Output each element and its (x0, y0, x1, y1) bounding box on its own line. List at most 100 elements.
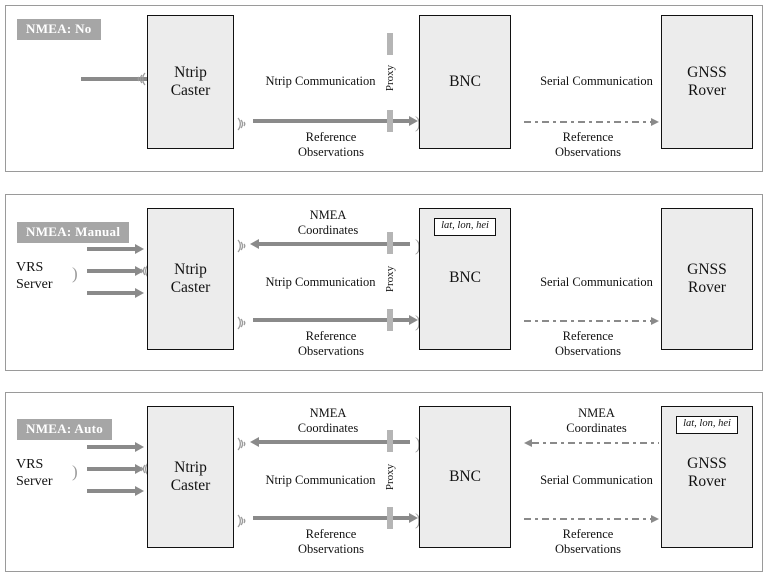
node-ntrip-caster: Ntrip Caster (147, 406, 234, 548)
proxy-label: Proxy (384, 463, 396, 491)
arrow-reference-observations-bnc-rover (524, 121, 651, 123)
vrs-arrow-1 (87, 445, 136, 449)
nmea-mode-badge: NMEA: No (17, 19, 101, 41)
nmea-line1: NMEA (578, 406, 615, 420)
reference-line1: Reference (562, 130, 614, 144)
reference-line1: Reference (562, 527, 614, 541)
signal-arc-icon (134, 69, 148, 89)
node-vrs-server: VRS Server (16, 259, 76, 293)
gnss-rover-label-line1: GNSS (687, 260, 727, 278)
signal-arc-nmea-icon (235, 236, 249, 256)
signal-arc-out-icon (235, 114, 249, 134)
gnss-rover-label-line2: Rover (688, 472, 726, 490)
vrs-arrow-1 (87, 247, 136, 251)
ntrip-caster-label-line1: Ntrip (174, 63, 207, 81)
node-bnc: BNC (419, 406, 511, 548)
nmea-line1: NMEA (309, 406, 347, 420)
arrow-reference-observations-bnc-rover (524, 518, 651, 520)
vrs-server-label-line2: Server (16, 277, 53, 293)
proxy-bar-top (387, 232, 393, 254)
signal-arc-nmea-icon (235, 434, 249, 454)
proxy-bar-bottom (387, 309, 393, 331)
reference-line2: Observations (298, 344, 364, 359)
nmea-line1: NMEA (309, 208, 347, 222)
node-bnc: BNC (419, 15, 511, 149)
reference-line1: Reference (305, 329, 357, 343)
reference-line1: Reference (305, 130, 357, 144)
reference-line1: Reference (562, 329, 614, 343)
proxy-bar-bottom (387, 110, 393, 132)
ntrip-caster-label-line2: Caster (170, 477, 211, 494)
proxy-bar-top (387, 430, 393, 452)
receiver-paren-icon-bottom: ) (415, 312, 421, 331)
vrs-arrow-3 (87, 489, 136, 493)
signal-arc-out-icon (235, 511, 249, 531)
label-reference-observations-left: Reference Observations (281, 130, 381, 161)
inbound-arrow (81, 77, 159, 81)
nmea-line2: Coordinates (297, 223, 359, 238)
proxy-label: Proxy (384, 265, 396, 293)
receiver-paren-icon: ) (415, 113, 421, 132)
proxy-label: Proxy (384, 64, 396, 92)
nmea-line2: Coordinates (297, 421, 359, 436)
nmea-mode-badge: NMEA: Auto (17, 419, 113, 441)
ntrip-caster-label-line1: Ntrip (174, 260, 207, 278)
vrs-server-label-line1: VRS (16, 457, 44, 472)
node-bnc: lat, lon, hei BNC (419, 208, 511, 350)
latlonhei-chip: lat, lon, hei (676, 416, 738, 434)
reference-line2: Observations (298, 542, 364, 557)
label-ntrip-communication: Ntrip Communication (265, 275, 376, 289)
vrs-antenna-paren-icon: ) (72, 462, 78, 481)
label-ntrip-communication: Ntrip Communication (265, 74, 376, 88)
node-gnss-rover: GNSS Rover (661, 15, 753, 149)
arrow-reference-observations-caster-bnc (253, 119, 410, 123)
vrs-arrow-2 (87, 467, 136, 471)
gnss-rover-label-line2: Rover (688, 82, 726, 99)
latlonhei-chip: lat, lon, hei (434, 218, 496, 236)
node-gnss-rover: GNSS Rover (661, 208, 753, 350)
panel-nmea-auto: NMEA: Auto VRS Server ) Ntrip Caster (5, 392, 763, 572)
label-reference-observations-right: Reference Observations (536, 329, 640, 360)
vrs-server-label-line1: VRS (16, 260, 44, 275)
reference-line2: Observations (298, 145, 364, 160)
proxy-bar-bottom (387, 507, 393, 529)
label-nmea-coordinates-left: NMEA Coordinates (269, 208, 387, 239)
label-nmea-coordinates-left: NMEA Coordinates (269, 406, 387, 437)
ntrip-caster-label-line2: Caster (170, 279, 211, 296)
signal-arc-out-icon (235, 313, 249, 333)
arrow-nmea-coordinates-rover-bnc (532, 442, 659, 444)
arrow-nmea-coordinates-bnc-caster (258, 440, 410, 444)
reference-line2: Observations (555, 145, 621, 160)
vrs-server-label-line2: Server (16, 474, 53, 490)
bnc-label: BNC (449, 467, 481, 485)
label-reference-observations-right: Reference Observations (536, 130, 640, 161)
gnss-rover-label-line2: Rover (688, 279, 726, 296)
label-serial-communication: Serial Communication (540, 74, 653, 88)
ntrip-caster-label-line1: Ntrip (174, 458, 207, 476)
node-vrs-server: VRS Server (16, 456, 76, 490)
node-ntrip-caster: Ntrip Caster (147, 208, 234, 350)
node-gnss-rover: lat, lon, hei GNSS Rover (661, 406, 753, 548)
gnss-rover-label-line1: GNSS (687, 454, 727, 472)
node-ntrip-caster: Ntrip Caster (147, 15, 234, 149)
label-nmea-coordinates-right: NMEA Coordinates (524, 406, 669, 437)
arrow-reference-observations-bnc-rover (524, 320, 651, 322)
bnc-label: BNC (449, 72, 481, 90)
vrs-arrow-2 (87, 269, 136, 273)
reference-line2: Observations (555, 542, 621, 557)
receiver-paren-icon-top: ) (415, 236, 421, 255)
label-reference-observations-left: Reference Observations (281, 329, 381, 360)
label-serial-communication: Serial Communication (540, 473, 653, 487)
reference-line2: Observations (555, 344, 621, 359)
receiver-paren-icon-top: ) (415, 434, 421, 453)
receiver-paren-icon-bottom: ) (415, 510, 421, 529)
arrow-reference-observations-caster-bnc (253, 318, 410, 322)
arrow-nmea-coordinates-bnc-caster (258, 242, 410, 246)
label-serial-communication: Serial Communication (540, 275, 653, 289)
gnss-rover-label-line1: GNSS (687, 63, 727, 81)
label-ntrip-communication: Ntrip Communication (265, 473, 376, 487)
vrs-arrow-3 (87, 291, 136, 295)
reference-line1: Reference (305, 527, 357, 541)
ntrip-caster-label-line2: Caster (170, 82, 211, 99)
